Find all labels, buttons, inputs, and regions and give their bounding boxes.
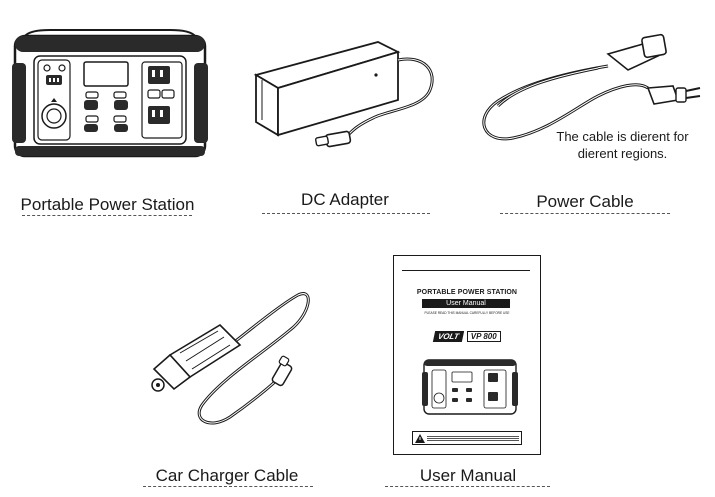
warning-lines	[427, 435, 519, 442]
user-manual-underline	[385, 486, 550, 487]
car-charger-cable-underline	[143, 486, 313, 487]
manual-top-rule	[402, 270, 530, 271]
user-manual-cover: PORTABLE POWER STATION User Manual PLEAS…	[393, 255, 541, 455]
power-cable-label: Power Cable	[536, 192, 634, 211]
dc-adapter-image	[253, 41, 434, 148]
manual-brand-row: VOLT VP 800	[432, 330, 501, 342]
dc-adapter-underline	[262, 213, 430, 214]
brand-logo: VOLT	[432, 330, 464, 342]
power-cable-note: The cable is dierent for dierent regions…	[545, 128, 700, 162]
power-cable-image	[482, 33, 701, 141]
power-cable-note-line-1: The cable is dierent for	[556, 129, 689, 144]
car-charger-cable-image	[151, 292, 310, 425]
manual-device-illustration	[422, 359, 518, 415]
user-manual-label: User Manual	[419, 466, 517, 485]
manual-warning-box	[412, 431, 522, 445]
manual-subtitle: User Manual	[422, 299, 510, 308]
power-cable-underline	[500, 213, 670, 214]
car-charger-cable-label: Car Charger Cable	[155, 466, 299, 485]
portable-power-station-underline	[22, 215, 192, 216]
manual-instruction: PLEASE READ THIS MANUAL CAREFULLY BEFORE…	[424, 311, 510, 315]
portable-power-station-label: Portable Power Station	[20, 195, 195, 214]
warning-icon	[415, 434, 425, 443]
portable-power-station-image	[12, 29, 208, 158]
dc-adapter-label: DC Adapter	[301, 190, 389, 209]
power-cable-note-line-2: dierent regions.	[577, 146, 668, 161]
manual-title: PORTABLE POWER STATION	[416, 289, 518, 296]
model-badge: VP 800	[466, 330, 501, 342]
